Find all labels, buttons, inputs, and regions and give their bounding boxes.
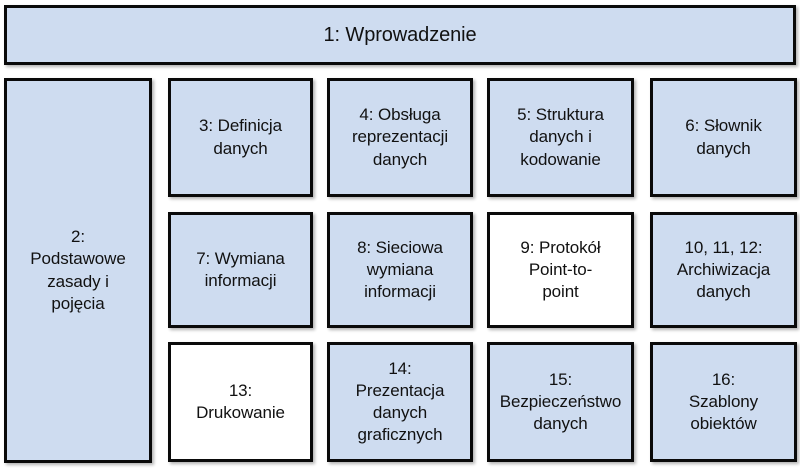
diagram-box-13-drukowanie[interactable]: 13: Drukowanie [168,342,313,462]
diagram-box-10-label: 10, 11, 12: Archiwizacja danych [676,237,771,302]
diagram-box-2-label: 2: Podstawowe zasady i pojęcia [30,227,126,313]
diagram-box-14-prezentacja-danych[interactable]: 14: Prezentacja danych graficznych [327,342,473,462]
diagram-box-13-label: 13: Drukowanie [196,380,285,422]
diagram-box-14-label: 14: Prezentacja danych graficznych [355,358,445,445]
diagram-box-5-struktura-danych[interactable]: 5: Struktura danych i kodowanie [487,78,634,197]
diagram-box-16-szablony-obiektow[interactable]: 16: Szablony obiektów [650,342,797,462]
diagram-box-6-slownik-danych[interactable]: 6: Słownik danych [650,78,797,197]
diagram-box-6-label: 6: Słownik danych [685,116,762,158]
diagram-box-8-sieciowa-wymiana[interactable]: 8: Sieciowa wymiana informacji [327,212,473,328]
diagram-box-7-wymiana-informacji[interactable]: 7: Wymiana informacji [168,212,313,328]
diagram-box-3-label: 3: Definicja danych [199,116,282,158]
diagram-box-3-definicja-danych[interactable]: 3: Definicja danych [168,78,313,197]
diagram-box-16-label: 16: Szablony obiektów [688,369,759,434]
diagram-box-15-bezpieczenstwo-danych[interactable]: 15: Bezpieczeństwo danych [487,342,634,462]
diagram-box-2-podstawowe-zasady[interactable]: 2: Podstawowe zasady i pojęcia [4,78,152,463]
diagram-box-1-wprowadzenie[interactable]: 1: Wprowadzenie [4,5,796,65]
diagram-box-9-label: 9: Protokół Point-to- point [520,237,601,302]
diagram-box-9-protokol-point-to-point[interactable]: 9: Protokół Point-to- point [487,212,634,328]
diagram-box-4-label: 4: Obsługa reprezentacji danych [351,105,449,169]
diagram-box-5-label: 5: Struktura danych i kodowanie [517,105,604,169]
diagram-box-1-label: 1: Wprowadzenie [323,24,477,46]
diagram-box-8-label: 8: Sieciowa wymiana informacji [357,237,443,302]
diagram-box-4-obsluga-reprezentacji[interactable]: 4: Obsługa reprezentacji danych [327,78,473,197]
diagram-box-15-label: 15: Bezpieczeństwo danych [499,369,622,434]
diagram-box-10-11-12-archiwizacja[interactable]: 10, 11, 12: Archiwizacja danych [650,212,797,328]
diagram-box-7-label: 7: Wymiana informacji [196,248,285,290]
